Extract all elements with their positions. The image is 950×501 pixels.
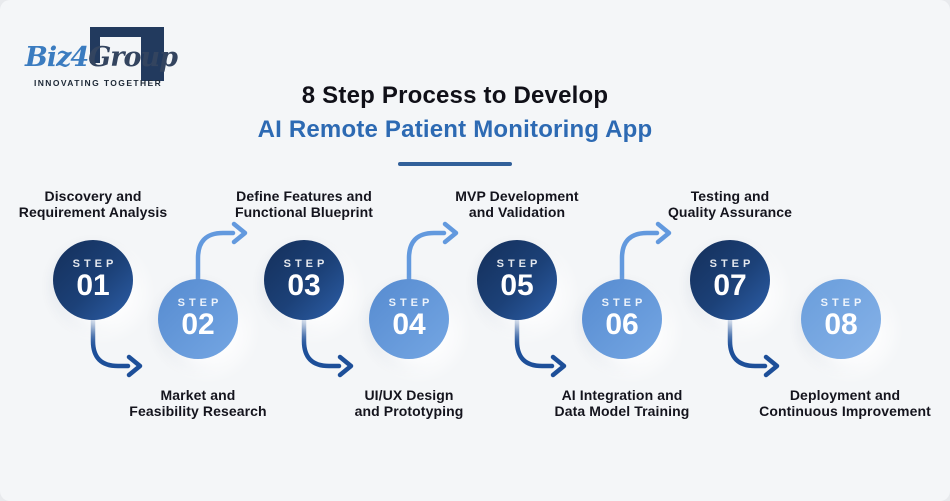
step-label-line1: Define Features and <box>236 188 372 204</box>
logo-wordmark: Biz4Group <box>25 42 178 73</box>
step-number: 06 <box>605 308 639 342</box>
step-number: 03 <box>287 269 321 303</box>
biz4group-logo: Biz4Group INNOVATING TOGETHER <box>25 16 200 90</box>
step-word: STEP <box>709 258 755 271</box>
step-label-line2: and Validation <box>468 204 566 220</box>
step-label-line2: Quality Assurance <box>667 204 793 220</box>
arrow-step-04 <box>406 221 459 284</box>
step-circle-08: STEP 08 <box>801 279 881 359</box>
arrow-step-06 <box>619 221 672 284</box>
step-word: STEP <box>72 258 118 271</box>
step-word: STEP <box>177 297 223 310</box>
step-circle-05: STEP 05 <box>477 240 557 320</box>
step-label-06: AI Integration and Data Model Training <box>527 387 717 419</box>
step-word: STEP <box>820 297 866 310</box>
step-word: STEP <box>283 258 329 271</box>
step-word: STEP <box>601 297 647 310</box>
step-number: 05 <box>500 269 534 303</box>
step-circle-07: STEP 07 <box>690 240 770 320</box>
step-label-line1: Testing and <box>690 188 770 204</box>
step-circle-03: STEP 03 <box>264 240 344 320</box>
step-label-line2: Functional Blueprint <box>234 204 374 220</box>
step-label-line1: Market and <box>160 387 236 403</box>
step-label-line2: Feasibility Research <box>129 403 267 419</box>
step-label-07: Testing and Quality Assurance <box>635 188 825 220</box>
step-number: 08 <box>824 308 858 342</box>
step-circle-01: STEP 01 <box>53 240 133 320</box>
title-underline <box>398 162 512 166</box>
step-label-05: MVP Development and Validation <box>422 188 612 220</box>
logo-tagline: INNOVATING TOGETHER <box>34 78 163 88</box>
page-title: 8 Step Process to Develop AI Remote Pati… <box>0 82 910 166</box>
step-label-line1: AI Integration and <box>561 387 683 403</box>
title-line-2: AI Remote Patient Monitoring App <box>257 116 653 143</box>
step-word: STEP <box>496 258 542 271</box>
step-label-01: Discovery and Requirement Analysis <box>0 188 188 220</box>
step-label-line2: and Prototyping <box>354 403 464 419</box>
step-number: 04 <box>392 308 426 342</box>
step-label-line2: Data Model Training <box>554 403 690 419</box>
arrow-step-01 <box>90 315 143 378</box>
logo-wordmark-biz4: Biz4 <box>25 42 89 73</box>
arrow-step-05 <box>514 315 567 378</box>
step-label-line2: Continuous Improvement <box>759 403 931 419</box>
step-label-line1: UI/UX Design <box>364 387 454 403</box>
title-line-1: 8 Step Process to Develop <box>301 82 609 109</box>
step-label-line1: Deployment and <box>789 387 901 403</box>
step-label-08: Deployment and Continuous Improvement <box>750 387 940 419</box>
step-circle-02: STEP 02 <box>158 279 238 359</box>
step-label-line1: Discovery and <box>44 188 142 204</box>
step-word: STEP <box>388 297 434 310</box>
logo-wordmark-group: Group <box>88 42 178 73</box>
step-label-line1: MVP Development <box>455 188 579 204</box>
arrow-step-07 <box>727 315 780 378</box>
arrow-step-02 <box>195 221 248 284</box>
step-label-line2: Requirement Analysis <box>18 204 168 220</box>
step-number: 07 <box>713 269 747 303</box>
step-circle-04: STEP 04 <box>369 279 449 359</box>
step-number: 02 <box>181 308 215 342</box>
step-circle-06: STEP 06 <box>582 279 662 359</box>
step-label-03: Define Features and Functional Blueprint <box>209 188 399 220</box>
step-label-02: Market and Feasibility Research <box>103 387 293 419</box>
step-label-04: UI/UX Design and Prototyping <box>314 387 504 419</box>
step-number: 01 <box>76 269 110 303</box>
arrow-step-03 <box>301 315 354 378</box>
logo-bracket-icon <box>90 27 164 81</box>
